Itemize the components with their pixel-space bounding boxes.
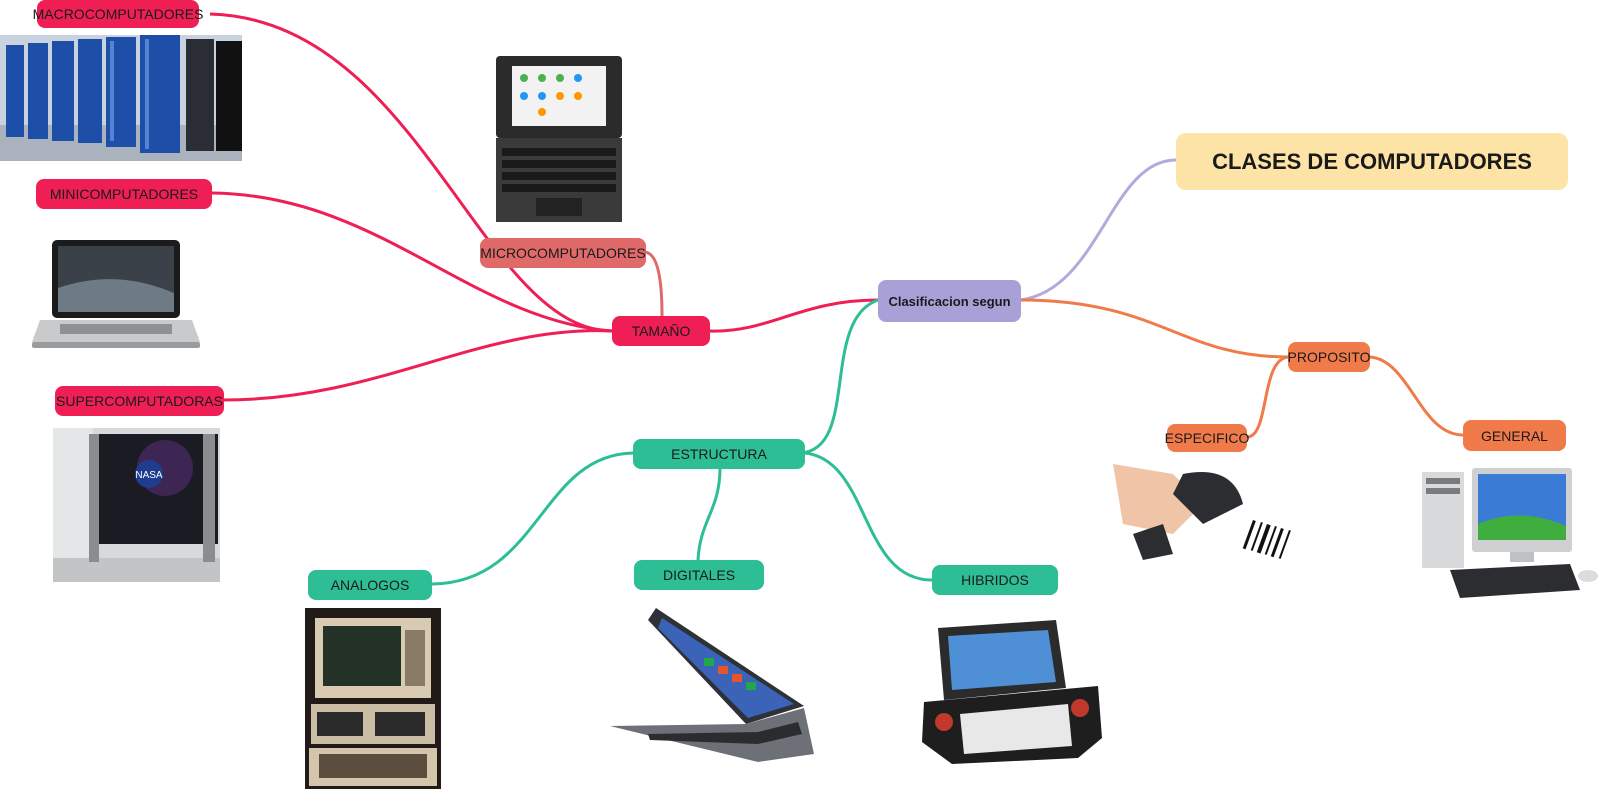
microcomputer-netbook-image — [496, 56, 622, 222]
server-room-image — [0, 35, 242, 161]
barcode-scanner-image — [1113, 464, 1291, 560]
node-macrocomputadores[interactable]: MACROCOMPUTADORES — [33, 0, 203, 28]
node-minicomputadores[interactable]: MINICOMPUTADORES — [36, 179, 212, 209]
title-node[interactable]: CLASES DE COMPUTADORES — [1176, 133, 1568, 190]
node-supercomputadoras[interactable]: SUPERCOMPUTADORAS — [55, 386, 224, 416]
analog-computer-image — [305, 608, 441, 789]
branch-tamano[interactable]: TAMAÑO — [612, 316, 710, 346]
node-especifico[interactable]: ESPECIFICO — [1165, 424, 1249, 452]
supercomputer-image: NASA — [53, 428, 220, 582]
hybrid-device-image — [922, 620, 1102, 764]
node-analogos[interactable]: ANALOGOS — [308, 570, 432, 600]
node-microcomputadores[interactable]: MICROCOMPUTADORES — [480, 238, 646, 268]
digital-laptop-image — [610, 608, 814, 762]
minicomputer-laptop-image — [32, 240, 200, 348]
desktop-pc-image — [1422, 468, 1598, 598]
branch-proposito[interactable]: PROPOSITO — [1288, 342, 1371, 372]
nasa-logo-text: NASA — [135, 470, 163, 481]
node-hibridos[interactable]: HIBRIDOS — [932, 565, 1058, 595]
node-digitales[interactable]: DIGITALES — [634, 560, 764, 590]
central-node[interactable]: Clasificacion segun — [878, 280, 1021, 322]
branch-estructura[interactable]: ESTRUCTURA — [633, 439, 805, 469]
node-general[interactable]: GENERAL — [1463, 420, 1566, 451]
